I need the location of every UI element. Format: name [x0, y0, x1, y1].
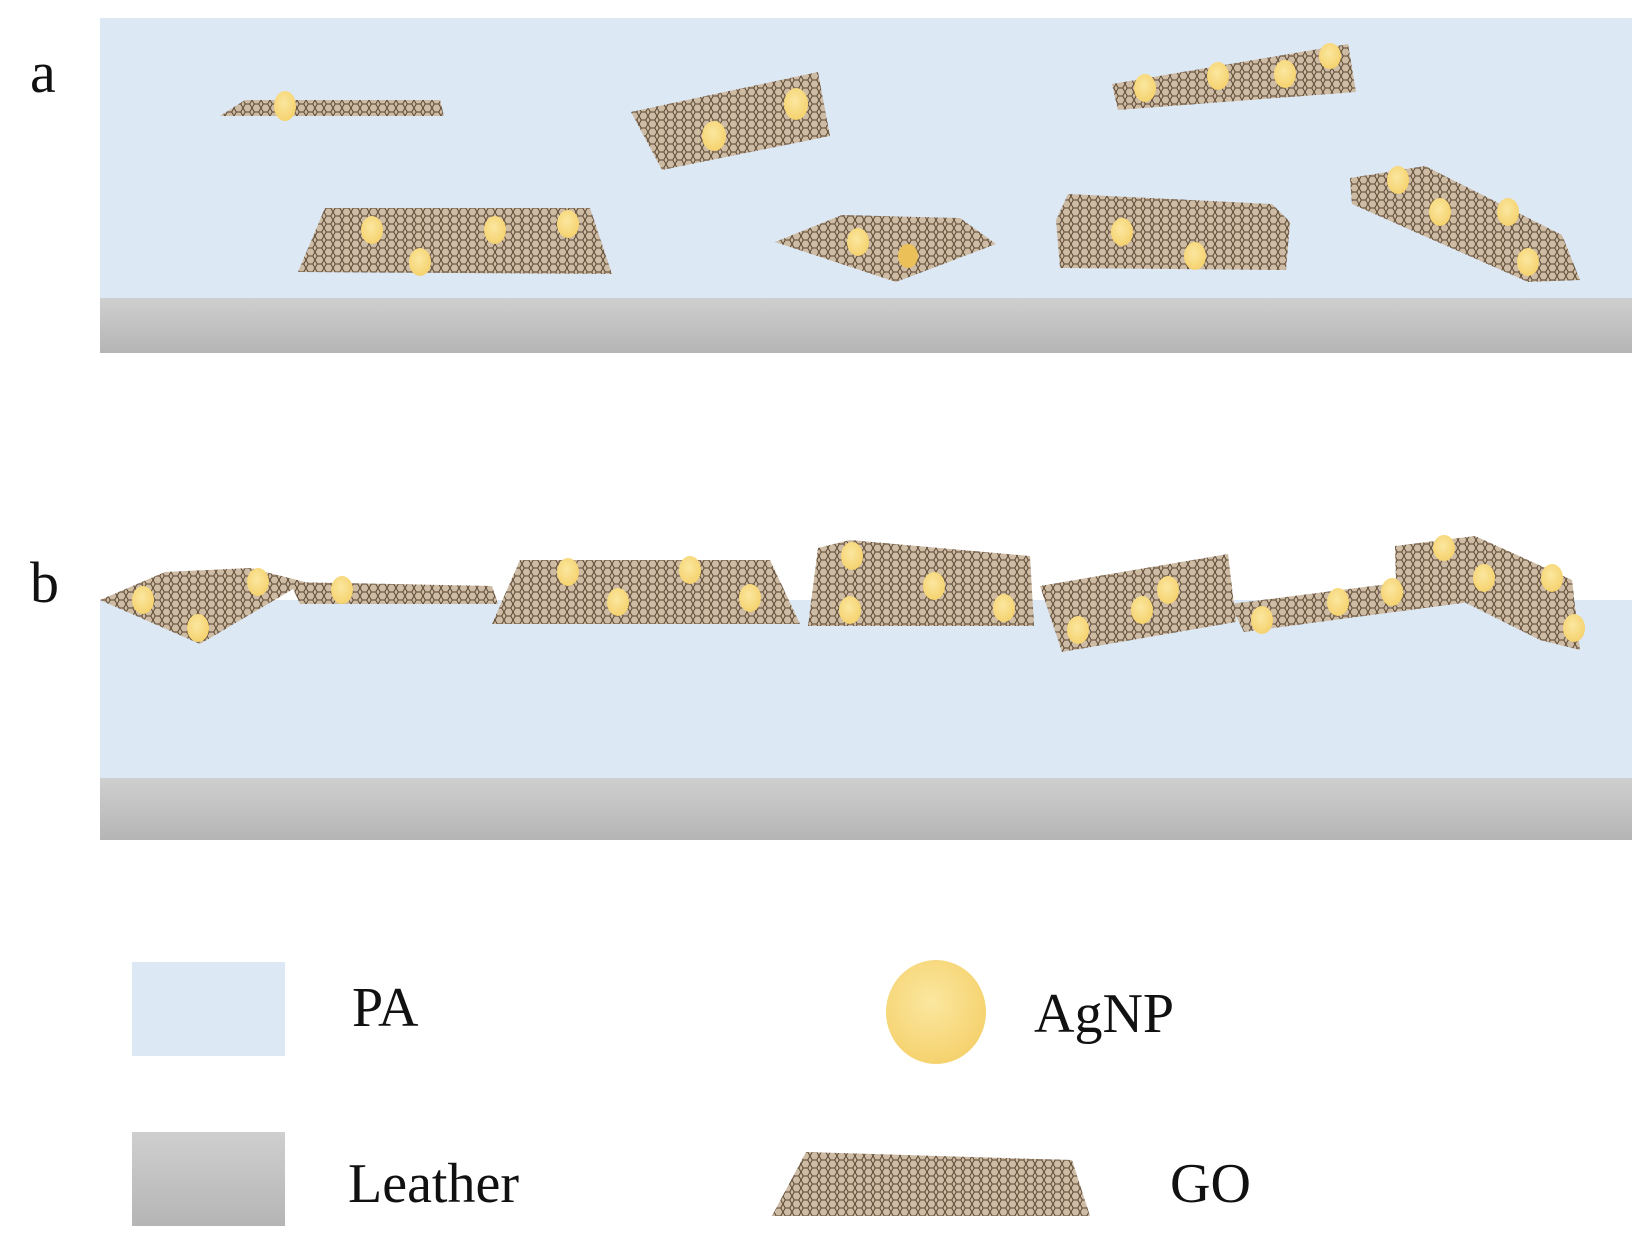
agnp — [1433, 535, 1455, 561]
agnp — [361, 216, 383, 244]
go-sheet — [1230, 580, 1470, 632]
agnp — [702, 121, 726, 151]
legend-label-agnp: AgNP — [1034, 983, 1174, 1045]
agnp — [1327, 588, 1349, 616]
legend-label-pa: PA — [352, 977, 419, 1039]
go-sheet — [808, 540, 1034, 626]
panel-a-label: a — [30, 40, 56, 105]
agnp — [923, 572, 945, 600]
panel-a: a — [30, 18, 1632, 353]
agnp — [557, 558, 579, 586]
agnp — [679, 556, 701, 584]
legend-item-pa: PA — [132, 962, 419, 1056]
legend-label-go: GO — [1170, 1153, 1251, 1215]
agnp — [1473, 564, 1495, 592]
agnp — [1517, 248, 1539, 276]
agnp — [1184, 242, 1206, 270]
legend-item-leather: Leather — [132, 1132, 519, 1226]
legend-swatch-agnp — [886, 960, 986, 1064]
agnp — [132, 586, 154, 614]
panel-b-pa-layer — [100, 600, 1632, 780]
agnp — [1387, 166, 1409, 194]
agnp — [839, 596, 861, 624]
panel-a-agnps — [274, 43, 1539, 276]
agnp — [557, 210, 579, 238]
panel-b: b — [30, 535, 1632, 840]
panel-b-label: b — [30, 550, 59, 615]
legend-swatch-leather — [132, 1132, 285, 1226]
legend-swatch-go — [772, 1152, 1090, 1216]
go-sheet — [220, 100, 444, 116]
panel-b-leather-layer — [100, 778, 1632, 840]
agnp — [1067, 616, 1089, 644]
go-sheet — [1395, 536, 1580, 650]
legend-item-agnp: AgNP — [886, 960, 1174, 1064]
agnp — [1274, 60, 1296, 88]
agnp — [1319, 43, 1341, 69]
legend-label-leather: Leather — [348, 1153, 519, 1215]
go-sheet — [290, 582, 498, 604]
legend: PA Leather AgNP GO — [132, 960, 1251, 1226]
agnp — [1207, 62, 1229, 90]
go-sheet — [631, 72, 830, 170]
agnp — [784, 88, 808, 120]
agnp — [841, 542, 863, 570]
agnp — [993, 594, 1015, 622]
agnp — [607, 588, 629, 616]
agnp — [484, 216, 506, 244]
agnp — [1497, 198, 1519, 226]
agnp — [187, 614, 209, 642]
agnp — [331, 576, 353, 604]
agnp — [1134, 74, 1156, 102]
agnp — [1111, 218, 1133, 246]
go-sheet — [775, 215, 996, 282]
go-sheet — [1112, 44, 1356, 110]
agnp — [274, 91, 296, 121]
legend-swatch-pa — [132, 962, 285, 1056]
agnp — [898, 244, 918, 268]
agnp — [1429, 198, 1451, 226]
agnp — [739, 584, 761, 612]
agnp — [1563, 614, 1585, 642]
panel-a-leather-layer — [100, 298, 1632, 353]
agnp — [1541, 564, 1563, 592]
agnp — [409, 248, 431, 276]
agnp — [1251, 606, 1273, 634]
legend-item-go: GO — [772, 1152, 1251, 1216]
agnp — [247, 568, 269, 596]
panel-b-agnps — [132, 535, 1585, 644]
agnp — [1157, 576, 1179, 604]
agnp — [1131, 596, 1153, 624]
agnp — [847, 228, 869, 256]
go-sheet — [1056, 194, 1290, 270]
agnp — [1381, 578, 1403, 606]
